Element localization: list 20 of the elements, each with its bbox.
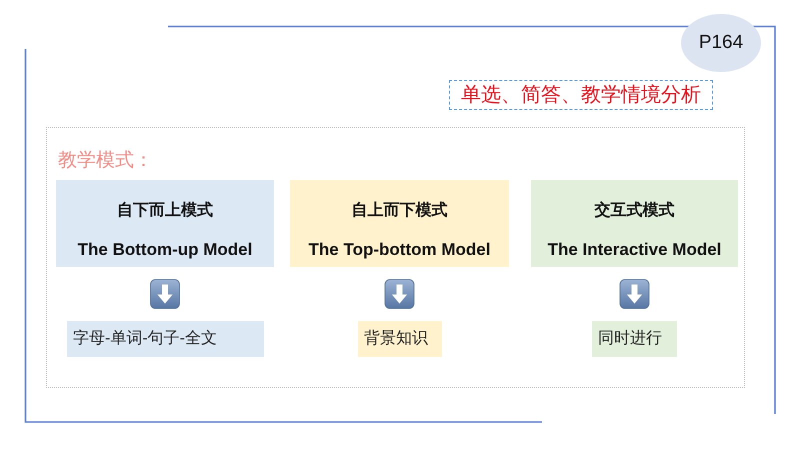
model-card [56, 180, 274, 267]
question-types: 单选、简答、教学情境分析 [461, 83, 701, 107]
model-card [290, 180, 509, 267]
reading-sequence: 背景知识 [364, 329, 428, 349]
step-card [592, 321, 677, 357]
content-panel [46, 127, 745, 388]
step-card [358, 321, 442, 357]
step-card [67, 321, 264, 357]
model-name-zh: 自下而上模式 [117, 201, 213, 221]
model-card [531, 180, 738, 267]
section-heading: 教学模式： [58, 149, 153, 173]
page-number: P164 [698, 32, 744, 54]
model-name-en: The Interactive Model [548, 240, 722, 260]
model-name-en: The Bottom-up Model [78, 240, 252, 260]
model-name-zh: 自上而下模式 [352, 201, 448, 221]
reading-sequence: 同时进行 [598, 329, 662, 349]
reading-sequence: 字母-单词-句子-全文 [73, 329, 217, 349]
model-name-zh: 交互式模式 [594, 201, 674, 221]
model-name-en: The Top-bottom Model [308, 240, 490, 260]
topic-tag [449, 80, 713, 110]
